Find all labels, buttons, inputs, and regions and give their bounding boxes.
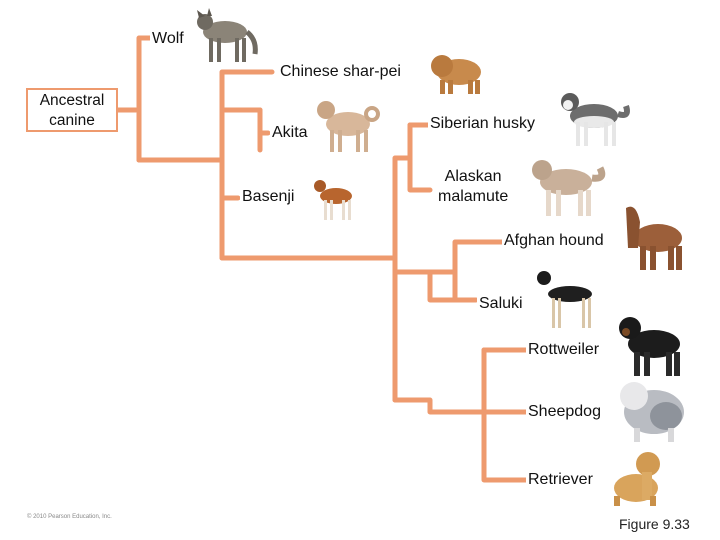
saluki-image [537, 271, 592, 328]
branch-rottweiler [481, 347, 529, 483]
label-basenji: Basenji [240, 188, 297, 206]
branch-wolf [136, 35, 153, 163]
branch-afghan [427, 239, 505, 275]
branch-working-stem [392, 397, 487, 415]
figure-caption: Figure 9.33 [619, 516, 690, 532]
afghan-hound-image [626, 206, 682, 270]
root-label-line2: canine [49, 112, 95, 129]
copyright-notice: © 2010 Pearson Education, Inc. [27, 514, 112, 520]
label-alaskan-malamute: Alaskan malamute [436, 167, 511, 207]
malamute-line2: malamute [438, 188, 509, 205]
basenji-image [314, 180, 352, 220]
label-retriever: Retriever [526, 471, 595, 489]
label-saluki: Saluki [477, 295, 525, 313]
label-wolf: Wolf [150, 30, 186, 48]
shar-pei-image [431, 55, 481, 94]
branch-husky [407, 122, 433, 193]
husky-image [561, 93, 630, 146]
label-shar-pei: Chinese shar-pei [278, 63, 403, 81]
root-label-line1: Ancestral [39, 92, 105, 109]
branch-main-spine [136, 69, 275, 163]
ancestral-canine-box: Ancestral canine [26, 88, 118, 132]
akita-image [317, 101, 380, 152]
malamute-line1: Alaskan [444, 168, 502, 185]
label-akita: Akita [270, 124, 310, 142]
retriever-image [614, 452, 660, 506]
wolf-image [197, 8, 258, 62]
malamute-image [532, 160, 606, 216]
branch-sight-stem [392, 269, 479, 303]
label-sheepdog: Sheepdog [526, 403, 603, 421]
label-siberian-husky: Siberian husky [428, 115, 537, 133]
rottweiler-image [619, 317, 680, 376]
sheepdog-image [620, 382, 684, 442]
label-afghan-hound: Afghan hound [502, 232, 606, 250]
branch-spitz-stem [392, 155, 413, 261]
label-rottweiler: Rottweiler [526, 341, 602, 359]
